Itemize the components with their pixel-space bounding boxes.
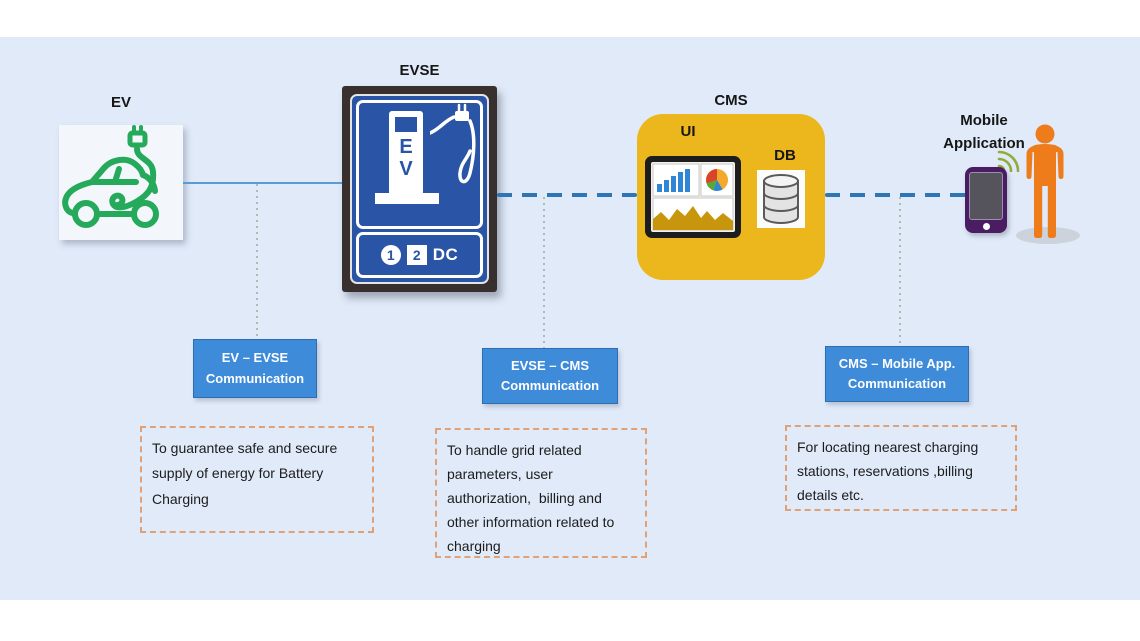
evse-node: E V 1 2 DC	[342, 86, 497, 292]
ui-label: UI	[680, 123, 696, 140]
person-icon	[1026, 124, 1064, 238]
pump-cable-icon	[430, 103, 476, 184]
cms-label: CMS	[714, 92, 748, 109]
pump-letter-v: V	[399, 158, 413, 180]
ev-evse-description: To guarantee safe and secure supply of e…	[140, 426, 374, 533]
cms-mobile-callout-line	[899, 197, 901, 346]
pump-base	[375, 193, 439, 204]
cms-mobile-description: For locating nearest charging stations, …	[785, 425, 1017, 511]
ev-evse-communication-label: EV – EVSE Communication	[193, 339, 317, 398]
cms-mobile-communication-label: CMS – Mobile App. Communication	[825, 346, 969, 402]
charging-pump-icon: E V	[356, 100, 483, 229]
ev-label: EV	[110, 94, 131, 111]
database-icon	[763, 174, 799, 224]
evse-cms-communication-label: EVSE – CMS Communication	[482, 348, 618, 404]
ev-evse-link-line	[183, 182, 342, 184]
ev-node	[59, 125, 183, 240]
evse-cms-callout-line	[543, 197, 545, 348]
phone-screen	[969, 172, 1003, 220]
dc-label: DC	[432, 245, 459, 264]
evse-cms-description: To handle grid related parameters, user …	[435, 428, 647, 558]
evse-cms-link-line	[497, 193, 637, 197]
evse-sign: E V 1 2 DC	[350, 94, 489, 284]
slot-1-badge: 1	[380, 245, 401, 265]
pump-screen	[395, 117, 417, 132]
ev-evse-callout-line	[256, 184, 258, 339]
smartphone-icon	[965, 167, 1007, 233]
evse-sign-bottom: 1 2 DC	[356, 232, 483, 278]
ui-dashboard-icon	[645, 156, 741, 238]
slot-2-badge: 2	[406, 245, 427, 265]
cms-mobile-link-line	[825, 193, 966, 197]
mobile-app-label: Mobile Application	[943, 112, 1025, 152]
pump-letter-e: E	[399, 136, 413, 158]
evse-label: EVSE	[399, 62, 440, 79]
db-icon-frame	[757, 170, 805, 228]
db-label: DB	[774, 147, 796, 164]
cms-node: UI DB	[637, 114, 825, 280]
phone-home-button	[982, 223, 990, 230]
diagram-panel	[0, 37, 1140, 600]
ev-car-icon	[62, 125, 159, 228]
